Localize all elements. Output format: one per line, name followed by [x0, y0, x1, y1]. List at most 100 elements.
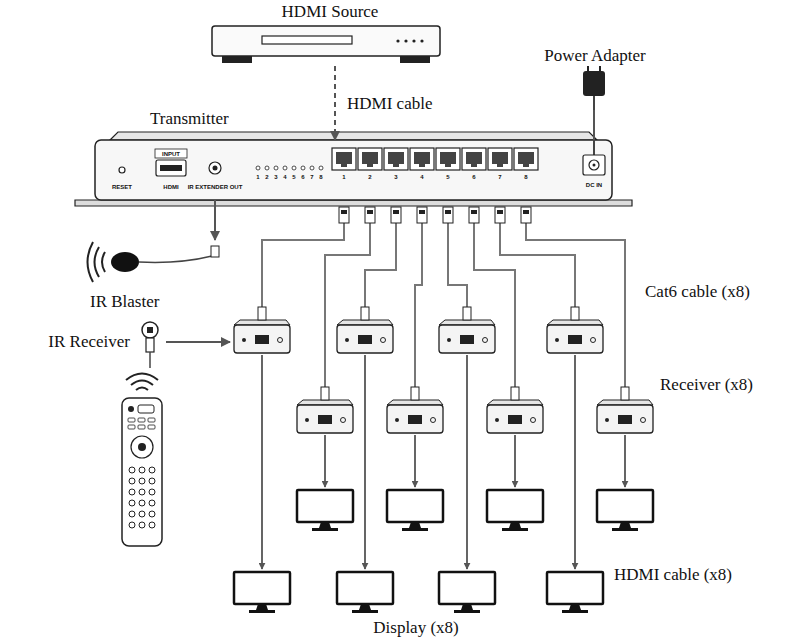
- cat6-plug-clip: [523, 210, 529, 214]
- power-adapter-box: Power Adapter: [515, 44, 675, 110]
- hdmi-cable: [334, 66, 336, 140]
- remote-control: [122, 398, 162, 546]
- part-label: Cat6 cable (x8): [645, 283, 750, 300]
- receiver-jack: [278, 338, 283, 343]
- ir-blaster-box: IR Blaster: [80, 240, 225, 312]
- cat6-cable: [526, 222, 625, 387]
- rj45-port: [332, 148, 356, 170]
- ir-receiver-eye: [142, 322, 158, 338]
- receiver-jack: [431, 418, 436, 423]
- cat6-plug: [258, 307, 266, 320]
- display-base: [454, 610, 480, 613]
- receiver-top: [547, 320, 603, 325]
- rj45-port: [462, 148, 486, 170]
- display-screen: [487, 490, 543, 522]
- display-stand: [409, 522, 421, 528]
- rj45-latch: [393, 164, 399, 167]
- source-device-box: HDMI Source: [200, 0, 460, 66]
- remote-button: [128, 425, 135, 429]
- cat6-cable: [325, 222, 370, 387]
- receiver-box: [297, 405, 353, 433]
- rj45-port-inner: [492, 152, 508, 164]
- device-foot: [222, 56, 252, 63]
- receiver-hdmi-port: [508, 415, 522, 424]
- status-led: [319, 166, 323, 170]
- signal-wave: [102, 252, 105, 272]
- remote-dpad: [131, 436, 153, 458]
- display-base: [352, 610, 378, 613]
- port-label: IR EXTENDER OUT: [188, 184, 243, 190]
- indicator-dot: [412, 39, 415, 42]
- receiver-box: [234, 325, 290, 353]
- dc-jack-pin: [593, 164, 596, 167]
- receiver-led: [495, 418, 499, 422]
- remote-button: [139, 522, 145, 528]
- receiver-hdmi-port: [255, 335, 269, 344]
- led-number: 7: [310, 174, 313, 180]
- part-label: Receiver (x8): [660, 376, 753, 393]
- rj45-latch: [419, 164, 425, 167]
- remote-button: [148, 418, 155, 422]
- port-number: 3: [394, 174, 397, 180]
- display-stand: [569, 604, 581, 610]
- cat6-plug: [361, 307, 369, 320]
- hdmi-cable: [466, 355, 468, 569]
- input-tag: [155, 149, 187, 158]
- cat6-cable: [262, 222, 344, 307]
- receiver-top: [439, 320, 495, 325]
- port-number: 4: [420, 174, 423, 180]
- hdmi-cable: [324, 435, 326, 487]
- receiver-hdmi-port: [460, 335, 474, 344]
- led-number: 6: [301, 174, 304, 180]
- receiver-top: [234, 320, 290, 325]
- display-base: [249, 610, 275, 613]
- display-base: [612, 528, 638, 531]
- cat6-plug-clip: [341, 210, 347, 214]
- signal-wave: [131, 381, 153, 386]
- node-label: HDMI Source: [200, 2, 460, 22]
- remote-button: [149, 522, 155, 528]
- ir-jack-hole: [213, 166, 218, 171]
- remote-button: [128, 406, 134, 412]
- cat6-plug-clip: [393, 210, 399, 214]
- ir-receiver-cord: [149, 352, 151, 368]
- rj45-latch: [497, 164, 503, 167]
- receiver-hdmi-port: [318, 415, 332, 424]
- housing-top: [110, 132, 597, 140]
- receiver-box: [337, 325, 393, 353]
- display-screen: [337, 572, 393, 604]
- drawing: [75, 26, 653, 613]
- receiver-box: [487, 405, 543, 433]
- status-led: [301, 166, 305, 170]
- display-screen: [547, 572, 603, 604]
- rj45-latch: [445, 164, 451, 167]
- port-number: 1: [342, 174, 345, 180]
- receiver-led: [305, 418, 309, 422]
- node-label: IR Blaster: [90, 292, 159, 312]
- display-stand: [256, 604, 268, 610]
- rj45-latch: [523, 164, 529, 167]
- hdmi-cable: [414, 435, 416, 487]
- receiver-jack: [341, 418, 346, 423]
- rj45-port-inner: [518, 152, 534, 164]
- receiver-hdmi-port: [358, 335, 372, 344]
- node-label: IR Receiver: [48, 332, 130, 352]
- remote-button: [139, 500, 145, 506]
- port-number: 7: [498, 174, 501, 180]
- receiver-top: [487, 400, 543, 405]
- rj45-port: [410, 148, 434, 170]
- cat6-plug-clip: [419, 210, 425, 214]
- cat6-cable: [448, 222, 467, 307]
- receiver-jack: [381, 338, 386, 343]
- transmitter-housing: [95, 140, 612, 200]
- remote-button: [149, 500, 155, 506]
- receiver-box: [547, 325, 603, 353]
- ir-blaster-emitter: [111, 252, 139, 272]
- signal-wave: [95, 247, 100, 277]
- signal-wave: [126, 374, 158, 381]
- remote-button: [148, 425, 155, 429]
- port-label: INPUT: [162, 151, 180, 157]
- led-number: 3: [274, 174, 277, 180]
- cat6-plug: [621, 387, 629, 400]
